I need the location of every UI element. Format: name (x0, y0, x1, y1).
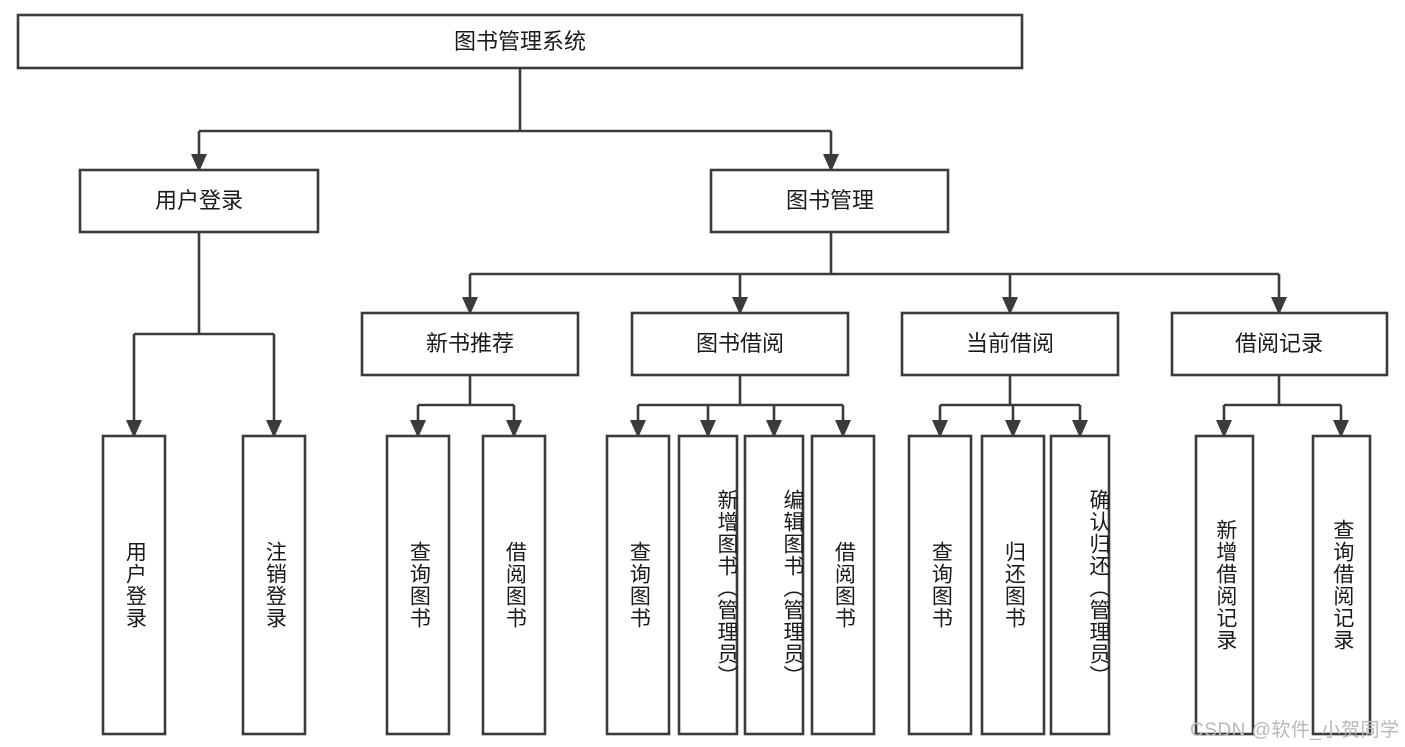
node-user-login-label: 用户登录 (155, 188, 243, 213)
node-root-label: 图书管理系统 (454, 29, 586, 54)
connector-newbook-to-leaves (410, 375, 522, 438)
leaf-rect-query-borrow-record[interactable] (1311, 434, 1372, 736)
node-current-borrow[interactable]: 当前借阅 (900, 311, 1120, 377)
leaf-rect-borrow-book-2[interactable] (810, 434, 876, 736)
leaf-rect-query-book-1[interactable] (385, 434, 451, 736)
node-borrow-record-label: 借阅记录 (1235, 331, 1323, 356)
node-book-borrow[interactable]: 图书借阅 (630, 311, 850, 377)
csdn-watermark: CSDN @软件_小贺同学 (1190, 720, 1400, 741)
node-new-book-recommend[interactable]: 新书推荐 (360, 311, 580, 377)
node-book-borrow-label: 图书借阅 (696, 331, 784, 356)
leaf-rect-confirm-return[interactable] (1049, 434, 1111, 736)
node-new-book-recommend-label: 新书推荐 (426, 331, 514, 356)
connector-bookborrow-to-leaves (630, 375, 851, 438)
node-current-borrow-label: 当前借阅 (966, 331, 1054, 356)
leaf-rect-edit-book[interactable] (743, 434, 805, 736)
node-book-manage[interactable]: 图书管理 (709, 168, 950, 234)
leaf-rect-add-borrow-record[interactable] (1194, 434, 1255, 736)
node-root[interactable]: 图书管理系统 (16, 13, 1024, 70)
connector-currentborrow-to-leaves (932, 375, 1088, 438)
leaf-rects (101, 434, 1372, 736)
node-borrow-record[interactable]: 借阅记录 (1170, 311, 1389, 377)
leaf-rect-logout-login[interactable] (241, 434, 307, 736)
connector-borrowrecord-to-leaves (1216, 375, 1349, 438)
leaf-rect-user-login[interactable] (101, 434, 167, 736)
leaf-rect-borrow-book-1[interactable] (481, 434, 547, 736)
leaf-rect-add-book[interactable] (677, 434, 739, 736)
leaf-rect-query-book-2[interactable] (605, 434, 671, 736)
leaf-rect-return-book[interactable] (980, 434, 1046, 736)
node-book-manage-label: 图书管理 (786, 188, 874, 213)
connector-root-to-level1 (191, 68, 839, 172)
connector-userlogin-to-leaves (126, 232, 282, 438)
connector-bookmanage-to-level2 (462, 232, 1287, 315)
leaf-rect-query-book-3[interactable] (907, 434, 973, 736)
node-user-login[interactable]: 用户登录 (78, 168, 320, 234)
